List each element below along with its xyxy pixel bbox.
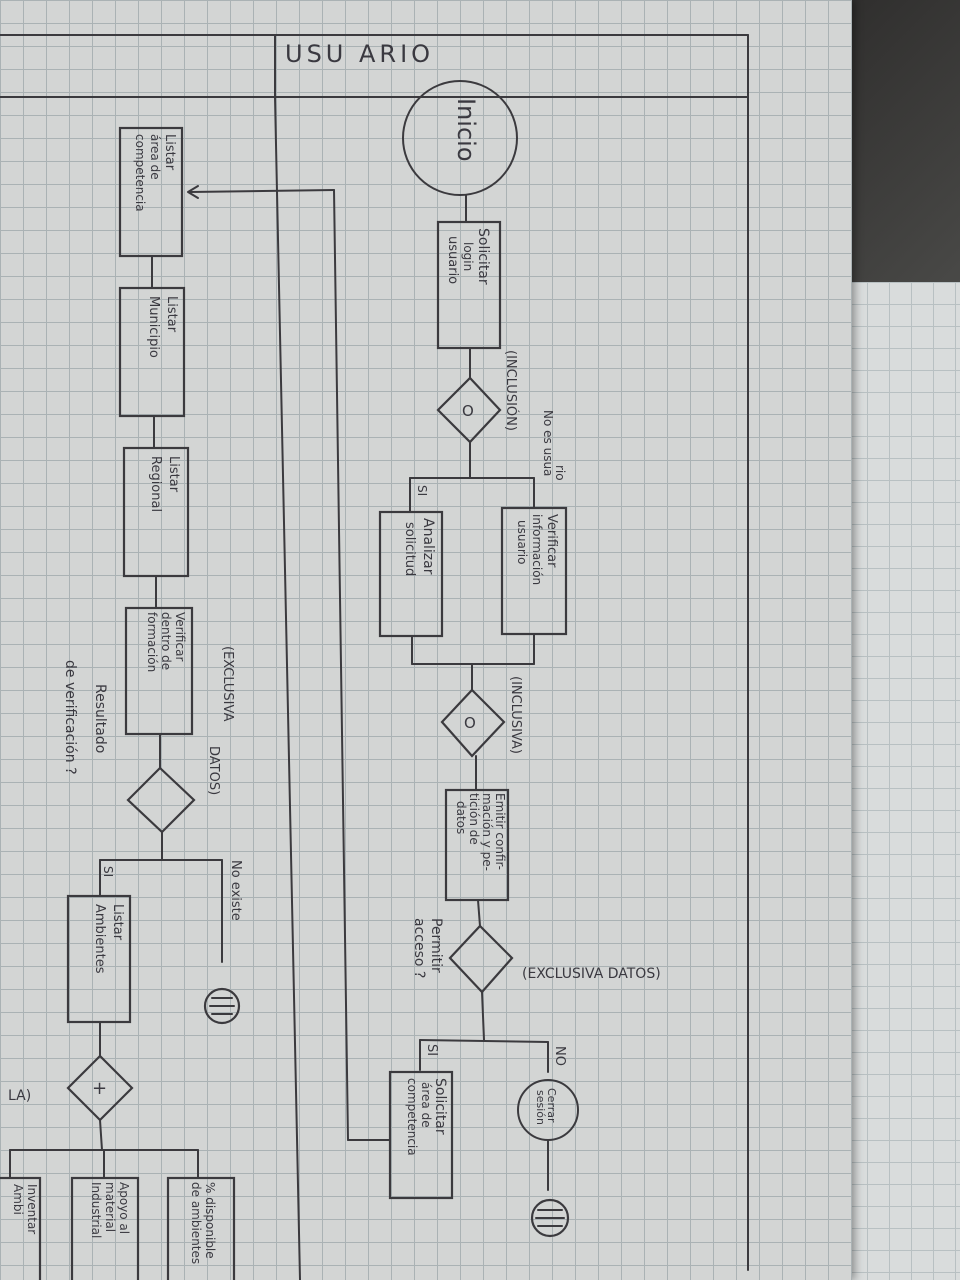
svg-text:acceso ?: acceso ? [411,918,427,978]
task-listar-regional-label: Listar Regional [148,456,181,512]
gateway-1-label: (INCLUSIÓN) [503,350,519,431]
svg-text:Listar: Listar [162,134,177,171]
svg-text:competencia: competencia [405,1078,419,1156]
svg-text:Listar: Listar [166,456,181,493]
svg-text:Ambientes: Ambientes [92,904,107,974]
task-verificar-formacion-label: Verificar dentro de formación [145,612,187,672]
second-grid-sheet [845,282,960,1280]
exclusive-gateway-acceso [448,924,514,994]
svg-text:Listar: Listar [164,296,179,333]
svg-text:rio: rio [553,465,567,481]
task-listar-ambientes-label: Listar Ambientes [92,904,125,974]
task-verificar-informacion-label: Verificar información usuario [515,514,559,585]
task-solicitar-area [388,1070,454,1200]
lane-title: USU ARIO [285,40,434,68]
task-disponible-ambientes-label: % disponible de ambientes [189,1182,217,1264]
flowchart-drawing: USU ARIO Inicio Solicitar login usuario … [0,34,749,1280]
svg-text:información: información [530,514,544,585]
exclusive-gateway-resultado [126,766,196,834]
si-label-3: SI [101,866,115,877]
svg-text:sesión: sesión [534,1090,547,1125]
svg-text:No es usua: No es usua [541,410,555,476]
permitir-acceso-label: Permitir acceso ? [411,918,444,978]
si-label-2: SI [424,1044,439,1056]
no-es-usuario-label: No es usua rio [541,410,567,481]
gateway-2-label: (INCLUSIVA) [508,676,523,754]
svg-text:Emitir confir-: Emitir confir- [493,793,507,870]
start-label: Inicio [452,98,480,162]
parallel-gateway-symbol: + [92,1078,107,1099]
task-disponible-ambientes [166,1176,236,1280]
task-inventario-fragment-label: Inventar Ambi [11,1184,39,1234]
gateway-1-symbol: O [462,402,474,420]
svg-text:mación y pe-: mación y pe- [480,793,494,871]
svg-text:Solicitar: Solicitar [432,1078,448,1135]
inclusive-gateway-2 [440,688,506,758]
task-solicitar-login-label: Solicitar login usuario [445,228,491,285]
svg-text:(EXCLUSIVA: (EXCLUSIVA [220,646,235,722]
svg-text:Permitir: Permitir [428,918,444,973]
svg-text:tición de: tición de [467,793,481,845]
task-analizar-solicitud-label: Analizar solicitud [402,518,436,576]
gateway-2-symbol: O [464,714,476,732]
svg-text:Inventar: Inventar [25,1184,39,1234]
graph-paper-sheet: USU ARIO Inicio Solicitar login usuario … [0,0,852,1280]
task-listar-municipio [118,286,186,418]
swimlane-frame [0,34,749,1280]
svg-text:Apoyo al: Apoyo al [117,1182,131,1234]
task-listar-municipio-label: Listar Municipio [146,296,179,358]
svg-text:Industrial: Industrial [89,1182,103,1238]
svg-text:usuario: usuario [445,236,460,284]
svg-text:Municipio: Municipio [146,296,161,358]
svg-text:DATOS): DATOS) [206,746,221,795]
end-event-1 [530,1198,570,1238]
svg-text:Solicitar: Solicitar [475,228,491,285]
cerrar-sesion-label: Cerrar sesión [534,1088,558,1125]
svg-text:usuario: usuario [515,520,529,564]
arrow-head [187,185,199,199]
task-apoyo-material-label: Apoyo al material Industrial [89,1182,131,1238]
svg-text:Listar: Listar [110,904,125,941]
svg-text:dentro de: dentro de [159,612,173,670]
svg-text:área de: área de [148,134,162,180]
end-event-2 [203,987,241,1025]
dark-background-corner [840,0,960,300]
task-listar-area-label: Listar área de competencia [133,134,177,212]
task-inventario-fragment [0,1176,42,1280]
exclusive-gateway-2-label: (EXCLUSIVA DATOS) [206,646,235,795]
svg-text:de ambientes: de ambientes [189,1182,203,1264]
svg-text:datos: datos [454,801,468,834]
task-apoyo-material [70,1176,140,1280]
no-label-1: NO [552,1046,567,1066]
no-existe-label: No existe [228,860,243,921]
svg-text:Analizar: Analizar [420,518,436,575]
svg-text:Regional: Regional [148,456,163,512]
svg-text:competencia: competencia [133,134,147,212]
svg-text:Verificar: Verificar [173,612,187,661]
svg-text:Verificar: Verificar [544,514,559,568]
svg-text:material: material [103,1182,117,1232]
resultado-label: Resultado de verificación ? [62,660,108,775]
svg-text:área de: área de [419,1082,433,1128]
svg-text:solicitud: solicitud [402,522,417,576]
svg-text:formación: formación [145,612,159,672]
la-fragment: LA) [8,1088,31,1104]
svg-text:de verificación ?: de verificación ? [62,660,78,775]
task-solicitar-area-label: Solicitar área de competencia [405,1078,448,1156]
svg-text:Ambi: Ambi [11,1184,25,1215]
si-label-1: SI [415,485,429,496]
start-event [402,80,518,196]
task-emitir-confirmacion-label: Emitir confir- mación y pe- tición de da… [454,793,507,871]
svg-text:Cerrar: Cerrar [545,1088,558,1123]
svg-text:login: login [461,242,475,271]
exclusive-gateway-1-label: (EXCLUSIVA DATOS) [522,966,661,982]
svg-text:Resultado: Resultado [92,684,108,753]
svg-text:% disponible: % disponible [203,1182,217,1259]
